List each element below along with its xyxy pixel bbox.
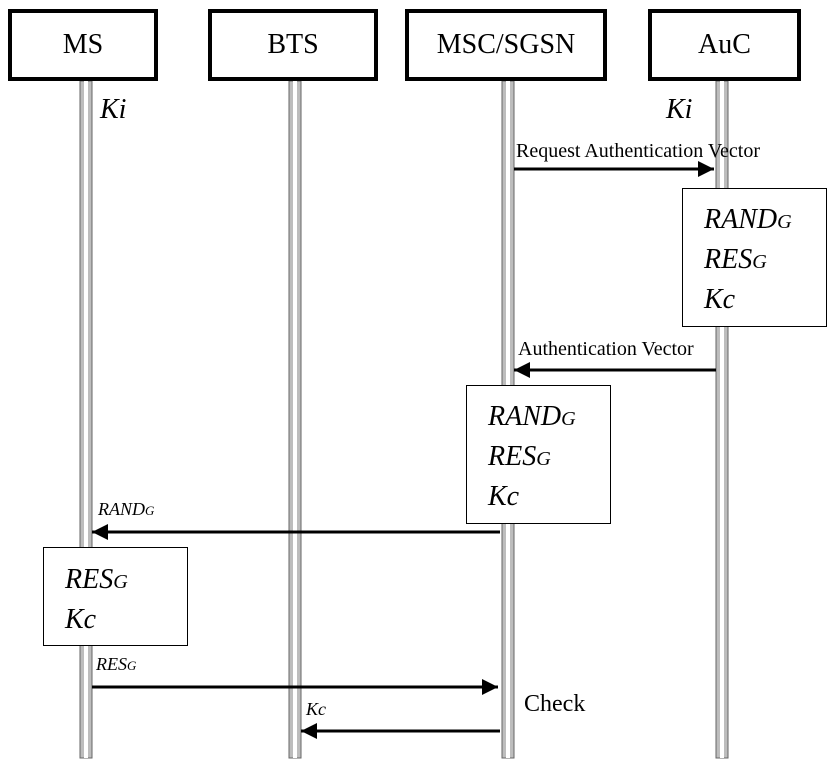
entity-bts: BTS	[208, 9, 378, 81]
ms-ki-label: Ki	[100, 94, 127, 125]
lifeline-ms	[79, 80, 93, 759]
entity-msc-sgsn: MSC/SGSN	[405, 9, 607, 81]
entity-ms-label: MS	[62, 29, 104, 60]
authentication-vector-label: Authentication Vector	[518, 338, 694, 360]
entity-bts-label: BTS	[267, 29, 319, 60]
entity-msc-sgsn-label: MSC/SGSN	[436, 29, 576, 60]
msc-box-res: RESG	[488, 441, 551, 472]
msc-box-kc: Kc	[488, 481, 520, 512]
auc-box-kc: Kc	[704, 284, 736, 315]
check-label: Check	[524, 691, 586, 717]
ms-box-kc: Kc	[65, 604, 97, 635]
request-authentication-vector-label: Request Authentication Vector	[516, 140, 761, 162]
entity-auc: AuC	[648, 9, 801, 81]
ms-box-res: RESG	[65, 564, 128, 595]
ms-vector-box: RESG Kc	[43, 547, 188, 646]
res-message-label: RESG	[96, 654, 137, 674]
entity-auc-label: AuC	[698, 29, 751, 60]
auc-box-res: RESG	[704, 244, 767, 275]
auc-vector-box: RANDG RESG Kc	[682, 188, 827, 327]
auc-box-rand: RANDG	[704, 204, 792, 235]
entity-ms: MS	[8, 9, 158, 81]
rand-message-label: RANDG	[98, 499, 155, 519]
msc-vector-box: RANDG RESG Kc	[466, 385, 611, 524]
auc-ki-label: Ki	[666, 94, 693, 125]
msc-box-rand: RANDG	[488, 401, 576, 432]
kc-message-label: Kc	[306, 699, 326, 719]
lifeline-bts	[288, 80, 302, 759]
lifeline-auc	[715, 80, 729, 759]
